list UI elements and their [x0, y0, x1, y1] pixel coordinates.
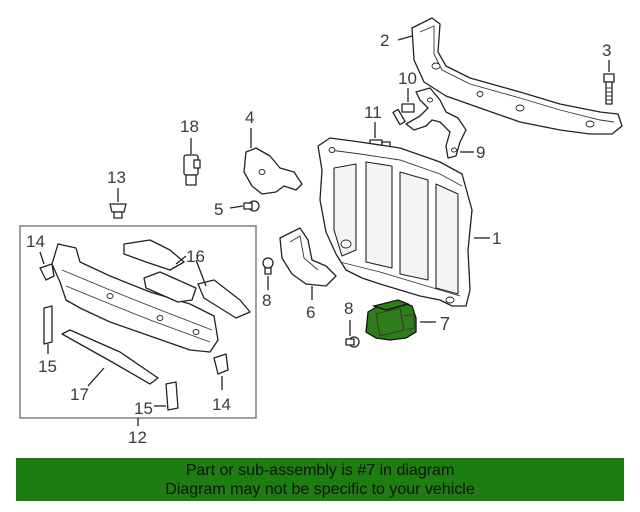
- callout-1: 1: [492, 229, 501, 248]
- callout-17: 17: [70, 385, 89, 404]
- part-10-bolt: [392, 103, 415, 126]
- callout-8b: 8: [344, 299, 353, 318]
- leader-2: [397, 35, 413, 41]
- callout-18: 18: [180, 117, 199, 136]
- part-18-sensor: [183, 154, 201, 186]
- callout-9: 9: [476, 143, 485, 162]
- info-banner: Part or sub-assembly is #7 in diagram Di…: [16, 458, 624, 501]
- part-8-clip-left: [262, 257, 274, 275]
- part-2-upper-support-bar: [411, 17, 623, 135]
- part-7-highlighted-bracket: [365, 299, 417, 341]
- part-15-bracket-right: [165, 381, 179, 411]
- part-1-radiator-support: [317, 137, 473, 307]
- callout-16: 16: [186, 247, 205, 266]
- callout-2: 2: [380, 31, 389, 50]
- banner-line-1: Part or sub-assembly is #7 in diagram: [185, 461, 455, 479]
- callout-4: 4: [245, 108, 254, 127]
- part-12-bumper-reinforcement: [51, 243, 219, 353]
- callout-8a: 8: [262, 291, 271, 310]
- part-13-clip: [109, 203, 127, 219]
- callout-15b: 15: [134, 399, 153, 418]
- part-8-clip-right: [345, 336, 360, 348]
- part-6-deflector: [279, 227, 337, 287]
- part-5-clip: [243, 200, 260, 212]
- leader-17: [87, 367, 105, 387]
- leader-16a: [175, 255, 187, 265]
- callout-7: 7: [440, 314, 450, 334]
- part-14-bracket-left: [39, 263, 55, 281]
- part-3-bolt: [603, 73, 615, 105]
- callout-3: 3: [602, 41, 611, 60]
- banner-line-2: Diagram may not be specific to your vehi…: [165, 480, 475, 498]
- callout-5: 5: [214, 200, 223, 219]
- leader-16b: [195, 259, 207, 287]
- part-9-bracket: [405, 87, 467, 159]
- callout-12: 12: [128, 428, 147, 447]
- parts-diagram: 2 3 10 9 11 1: [19, 17, 623, 447]
- part-17-bar: [61, 329, 159, 385]
- callout-11: 11: [364, 103, 382, 122]
- callout-15a: 15: [38, 357, 57, 376]
- callout-10: 10: [398, 69, 417, 88]
- callout-14b: 14: [212, 395, 231, 414]
- part-15-bracket-left: [43, 305, 53, 345]
- leader-5: [229, 205, 244, 209]
- callout-6: 6: [306, 303, 315, 322]
- part-4-bracket: [243, 147, 303, 195]
- part-14-bracket-right: [213, 353, 229, 375]
- leader-14a: [39, 251, 45, 265]
- part-16-absorbers: [123, 239, 251, 319]
- callout-14a: 14: [26, 232, 45, 251]
- callout-13: 13: [107, 168, 126, 187]
